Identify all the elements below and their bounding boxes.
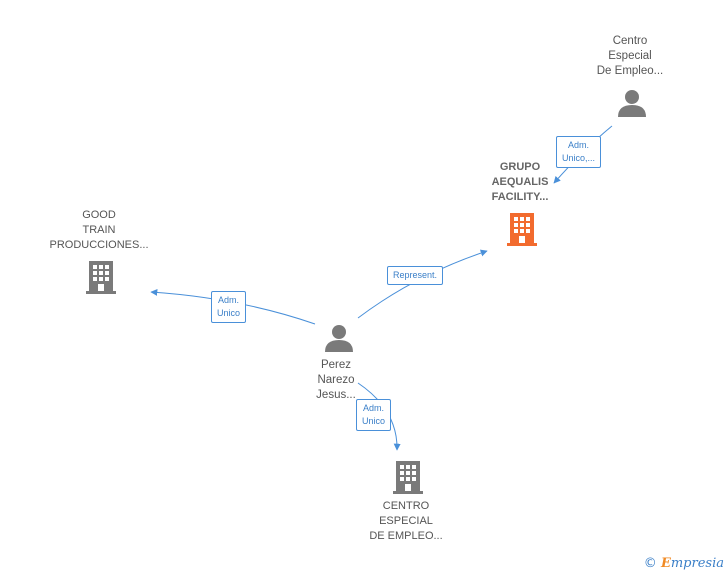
edge-label-line: Represent. bbox=[393, 270, 438, 280]
brand-first-letter: E bbox=[660, 556, 671, 571]
node-label-line: Especial bbox=[608, 50, 652, 62]
node-label-line: FACILITY... bbox=[491, 191, 549, 203]
person-icon[interactable] bbox=[618, 90, 646, 117]
node-label-line: Perez bbox=[320, 359, 352, 371]
node-label-line: ESPECIAL bbox=[379, 515, 433, 527]
edge-label-perez-to-grupo[interactable]: Represent. bbox=[387, 266, 444, 285]
edge-label-line: Adm. bbox=[568, 140, 590, 150]
brand-logo: © Empresia bbox=[644, 556, 724, 571]
edge-label-line: Adm. bbox=[218, 295, 240, 305]
node-label-perez[interactable]: Perez Narezo Jesus... bbox=[296, 358, 376, 403]
node-label-centro-top[interactable]: Centro Especial De Empleo... bbox=[580, 34, 680, 79]
node-label-line: Centro bbox=[612, 35, 648, 47]
node-label-good-train[interactable]: GOOD TRAIN PRODUCCIONES... bbox=[39, 208, 159, 253]
node-label-line: TRAIN bbox=[82, 224, 116, 236]
node-label-line: CENTRO bbox=[382, 500, 430, 512]
edge-label-centro-to-grupo[interactable]: Adm. Unico,... bbox=[556, 136, 602, 168]
edge-label-line: Unico bbox=[217, 308, 241, 318]
copyright-icon: © bbox=[643, 556, 657, 571]
person-icon[interactable] bbox=[325, 325, 353, 352]
building-icon[interactable] bbox=[393, 461, 423, 494]
node-label-line: GOOD bbox=[82, 209, 116, 221]
node-label-line: Jesus... bbox=[316, 389, 356, 401]
edge-label-line: Unico,... bbox=[562, 153, 596, 163]
node-label-centro-bottom[interactable]: CENTRO ESPECIAL DE EMPLEO... bbox=[356, 499, 456, 544]
edge-label-perez-to-good-train[interactable]: Adm. Unico bbox=[211, 291, 247, 323]
building-icon[interactable] bbox=[507, 213, 537, 246]
node-label-line: Narezo bbox=[317, 374, 355, 386]
node-label-line: AEQUALIS bbox=[491, 176, 549, 188]
brand-name: mpresia bbox=[670, 556, 724, 571]
edge-label-line: Unico bbox=[362, 416, 386, 426]
node-label-line: GRUPO bbox=[499, 161, 541, 173]
node-label-line: PRODUCCIONES... bbox=[49, 239, 149, 251]
node-label-line: DE EMPLEO... bbox=[369, 530, 443, 542]
building-icon[interactable] bbox=[86, 261, 116, 294]
edge-label-perez-to-centro-bottom[interactable]: Adm. Unico bbox=[356, 399, 392, 431]
edge-label-line: Adm. bbox=[363, 403, 385, 413]
node-label-grupo[interactable]: GRUPO AEQUALIS FACILITY... bbox=[470, 160, 570, 205]
node-label-line: De Empleo... bbox=[596, 65, 664, 77]
